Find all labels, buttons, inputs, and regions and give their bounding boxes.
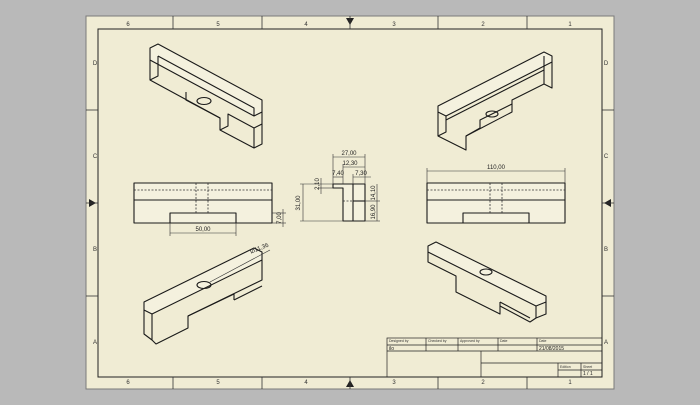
- isometric-view-bottom-left: Ø11,36: [143, 242, 270, 345]
- zone-bottom-4: 4: [304, 380, 308, 386]
- zone-bottom-5: 5: [216, 380, 220, 386]
- side-view-dimensions: 27,00 12,30 7,40 7,30 31,00 2,10 14,10 1…: [296, 151, 380, 222]
- isometric-view-top-left: [149, 43, 263, 149]
- tb-date-value: 21/08/2015: [539, 346, 564, 352]
- zone-bottom-2: 2: [481, 380, 485, 386]
- zone-top-2: 2: [481, 22, 485, 28]
- dim-side-left: 7,40: [332, 171, 344, 177]
- zone-left-A: A: [93, 340, 97, 346]
- dim-front-step: 7,00: [277, 212, 283, 224]
- front-view: [133, 182, 273, 224]
- dim-side-right: 7,30: [355, 171, 367, 177]
- border-ticks: [86, 16, 614, 389]
- dim-side-right-upper: 14,10: [371, 185, 377, 201]
- tb-approved-by-label: Approved by: [460, 339, 480, 343]
- top-view-dimensions: 110,00: [426, 165, 566, 183]
- top-view: [426, 182, 566, 224]
- title-block: Designed by Checked by Approved by Date …: [386, 337, 603, 378]
- dim-side-total: 27,00: [341, 151, 357, 157]
- dim-side-top: 2,10: [315, 178, 321, 190]
- zone-bottom-6: 6: [126, 380, 130, 386]
- zone-right-A: A: [604, 340, 608, 346]
- tb-edition-label: Edition: [560, 365, 571, 369]
- zone-top-4: 4: [304, 22, 308, 28]
- zone-top-3: 3: [392, 22, 396, 28]
- zone-right-B: B: [604, 247, 608, 253]
- zone-right-D: D: [604, 61, 609, 67]
- zone-top-5: 5: [216, 22, 220, 28]
- zone-bottom-1: 1: [568, 380, 572, 386]
- tb-date-label: Date: [500, 339, 507, 343]
- dim-front-width: 50,00: [195, 227, 211, 233]
- isometric-view-top-right: [437, 51, 553, 151]
- zone-left-D: D: [93, 61, 98, 67]
- zone-left-B: B: [93, 247, 97, 253]
- tb-sheet-value: 1 / 1: [583, 371, 593, 377]
- dim-top-length: 110,00: [487, 165, 506, 171]
- isometric-view-bottom-right: [427, 241, 547, 323]
- front-view-dimensions: 50,00 7,00: [169, 209, 286, 236]
- zone-top-6: 6: [126, 22, 130, 28]
- zone-top-1: 1: [568, 22, 572, 28]
- dim-side-height: 31,00: [296, 195, 302, 211]
- dim-side-right-lower: 16,90: [371, 204, 377, 220]
- tb-sheet-label: Sheet: [583, 365, 592, 369]
- tb-date-label-2: Date: [539, 339, 546, 343]
- dim-side-mid: 12,30: [342, 161, 358, 167]
- tb-checked-by-label: Checked by: [428, 339, 447, 343]
- zone-right-C: C: [604, 154, 609, 160]
- zone-bottom-3: 3: [392, 380, 396, 386]
- zone-left-C: C: [93, 154, 98, 160]
- tb-designed-by-label: Designed by: [389, 339, 409, 343]
- tb-designed-by-value: ilo: [389, 346, 394, 352]
